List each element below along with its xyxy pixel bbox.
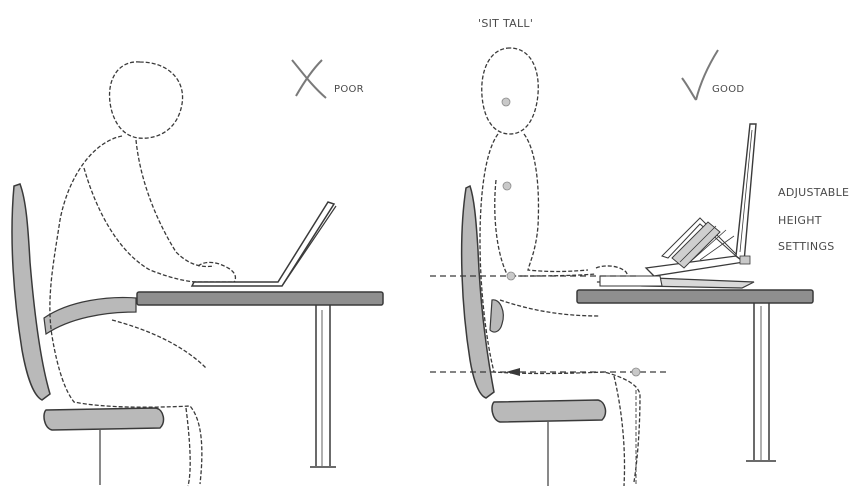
laptop-on-stand (642, 124, 756, 288)
knee-marker (632, 368, 640, 376)
joint-markers (502, 98, 640, 376)
guide-arrow-icon (506, 368, 520, 376)
good-chair (462, 186, 606, 486)
poor-laptop (192, 202, 336, 286)
poor-label: POOR (334, 84, 364, 95)
good-label: GOOD (712, 84, 744, 95)
settings-label: SETTINGS (778, 240, 835, 253)
elbow-marker (507, 272, 515, 280)
poor-posture-scene (12, 60, 383, 486)
good-posture-scene (430, 48, 813, 486)
head-marker (502, 98, 510, 106)
sit-tall-label: 'SIT TALL' (478, 17, 533, 30)
good-desk (577, 290, 813, 461)
poor-desk (137, 292, 383, 467)
poor-chair (12, 184, 163, 485)
keyboard (600, 276, 662, 286)
x-mark-icon (292, 60, 326, 98)
shoulder-marker (503, 182, 511, 190)
height-label: HEIGHT (778, 214, 822, 227)
adjustable-label: ADJUSTABLE (778, 186, 849, 199)
